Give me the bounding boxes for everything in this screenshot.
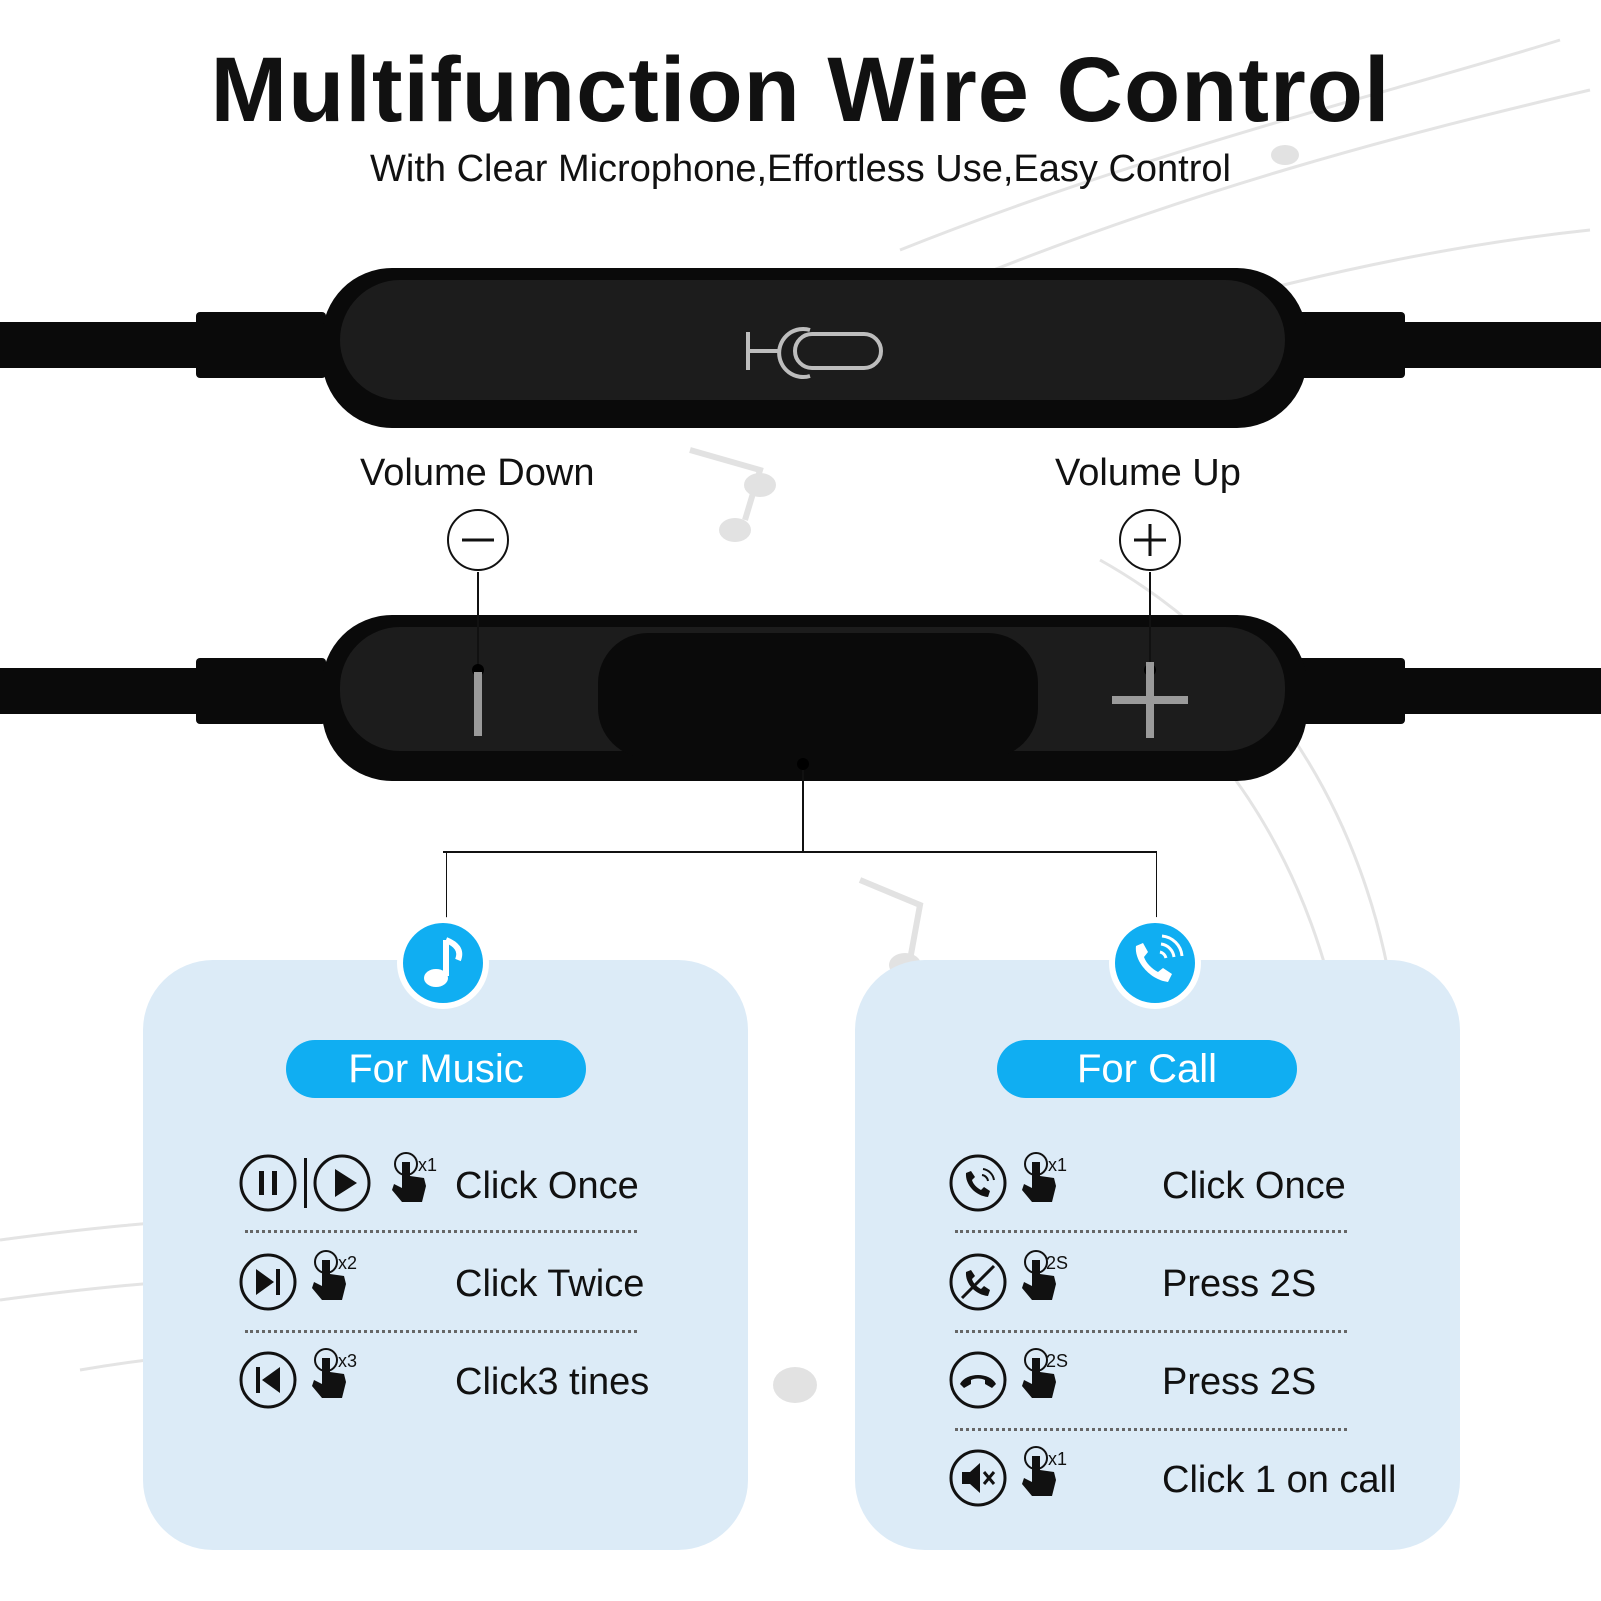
call-row-label: Press 2S [1162, 1263, 1317, 1305]
previous-track-icon [239, 1351, 297, 1409]
controller-buttons-view [0, 572, 1601, 853]
call-row-label: Click Once [1162, 1165, 1346, 1207]
page-title: Multifunction Wire Control [210, 39, 1391, 141]
row-divider [245, 1330, 637, 1333]
tap-icon [392, 1152, 426, 1202]
tap-icon [1022, 1250, 1056, 1300]
call-callout-line [1156, 852, 1157, 922]
call-row-label: Press 2S [1162, 1361, 1317, 1403]
controller-top-view [0, 268, 1601, 428]
press-duration: 2S [1046, 1351, 1069, 1371]
volume-up-label: Volume Up [1055, 452, 1241, 494]
hang-up-icon [949, 1351, 1007, 1409]
pause-play-divider [304, 1158, 307, 1208]
answer-call-icon [949, 1154, 1007, 1212]
next-track-icon [239, 1253, 297, 1311]
tap-icon [312, 1250, 346, 1300]
call-row-label: Click 1 on call [1162, 1459, 1397, 1501]
pause-icon [239, 1154, 297, 1212]
music-callout-line [446, 852, 447, 922]
tap-icon [312, 1348, 346, 1398]
music-row-label: Click3 tines [455, 1361, 650, 1403]
music-note-icon [397, 917, 489, 1009]
page-subtitle: With Clear Microphone,Effortless Use,Eas… [370, 148, 1231, 190]
mute-icon [949, 1449, 1007, 1507]
reject-call-icon [949, 1253, 1007, 1311]
volume-down-button[interactable] [446, 508, 510, 572]
music-row-label: Click Twice [455, 1263, 645, 1305]
tap-icon [1022, 1152, 1056, 1202]
music-row-label: Click Once [455, 1165, 639, 1207]
device-minus-mark [474, 672, 482, 736]
volume-up-button[interactable] [1118, 508, 1182, 572]
tap-count: x1 [418, 1155, 438, 1175]
tap-icon [1022, 1446, 1056, 1496]
play-icon [313, 1154, 371, 1212]
press-duration: 2S [1046, 1253, 1069, 1273]
volume-down-label: Volume Down [360, 452, 595, 494]
row-divider [245, 1230, 637, 1233]
for-music-heading: For Music [286, 1040, 586, 1098]
phone-call-icon [1109, 917, 1201, 1009]
tap-count: x1 [1048, 1449, 1068, 1469]
row-divider [955, 1230, 1347, 1233]
hc-logo-icon [746, 327, 883, 379]
row-divider [955, 1428, 1347, 1431]
for-call-heading: For Call [997, 1040, 1297, 1098]
tap-count: x2 [338, 1253, 358, 1273]
tap-icon [1022, 1348, 1056, 1398]
tap-count: x3 [338, 1351, 358, 1371]
device-plus-mark [1112, 662, 1188, 738]
row-divider [955, 1330, 1347, 1333]
tap-count: x1 [1048, 1155, 1068, 1175]
